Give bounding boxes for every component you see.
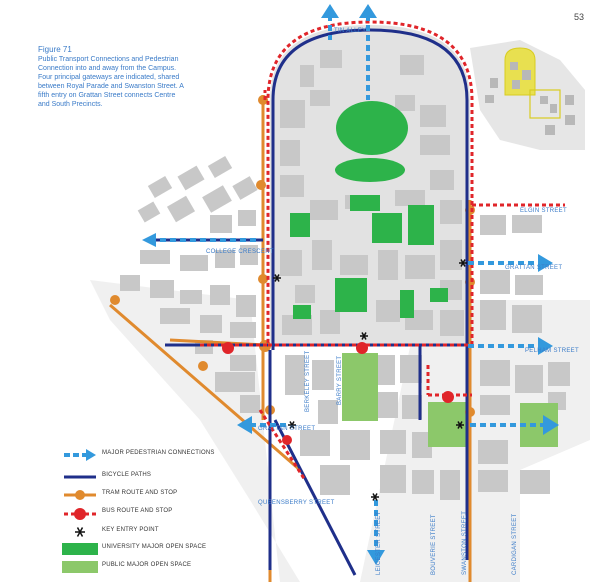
legend-label-uni-space: UNIVERSITY MAJOR OPEN SPACE (102, 544, 207, 550)
street-label-pelham: PELHAM STREET (525, 348, 579, 354)
street-label-grattan-east: GRATTAN STREET (505, 265, 562, 271)
street-label-grattan-west: GRATTAN STREET (258, 426, 315, 432)
figure-title: Figure 71 (38, 45, 72, 54)
bicycle-line-icon (64, 475, 96, 479)
legend-label-bus: BUS ROUTE AND STOP (102, 508, 173, 514)
legend-row-bicycle: BICYCLE PATHS (62, 470, 272, 488)
bus-routes (200, 20, 565, 481)
legend-row-public-space: PUBLIC MAJOR OPEN SPACE (62, 560, 272, 578)
figure-caption: Figure 71 Public Transport Connections a… (38, 45, 188, 109)
street-label-barry: BARRY STREET (337, 356, 343, 405)
street-label-tin-alley: TIN ALLEY (334, 28, 366, 34)
legend-label-entry: KEY ENTRY POINT (102, 527, 159, 533)
bus-stop-icon (64, 508, 96, 520)
pedestrian-arrow-icon (64, 449, 96, 461)
east-blocks (480, 215, 570, 415)
legend-row-pedestrian: MAJOR PEDESTRIAN CONNECTIONS (62, 448, 272, 466)
legend-row-entry: KEY ENTRY POINT (62, 525, 272, 543)
key-entry-points (273, 259, 467, 501)
pedestrian-arrowheads (142, 4, 559, 565)
legend-label-tram: TRAM ROUTE AND STOP (102, 490, 178, 496)
legend-label-public-space: PUBLIC MAJOR OPEN SPACE (102, 562, 192, 568)
bus-stops (222, 342, 454, 445)
street-label-college-crescent: COLLEGE CRESCENT (206, 249, 274, 255)
inset-locator-map (470, 40, 585, 150)
legend-row-tram: TRAM ROUTE AND STOP (62, 488, 272, 506)
street-label-queensberry: QUEENSBERRY STREET (258, 500, 335, 506)
pedestrian-connections (160, 15, 545, 555)
street-label-leicester: LEICESTER STREET (376, 511, 382, 575)
legend-label-bicycle: BICYCLE PATHS (102, 472, 152, 478)
figure-caption-text: Public Transport Connections and Pedestr… (38, 56, 184, 108)
south-blocks (285, 355, 550, 500)
legend-row-uni-space: UNIVERSITY MAJOR OPEN SPACE (62, 542, 272, 560)
street-label-swanston: SWANSTON STREET (462, 511, 468, 575)
city-block-ground (90, 280, 590, 582)
public-space-swatch (62, 561, 98, 573)
key-entry-asterisk-icon (75, 527, 85, 537)
street-label-berkeley: BERKELEY STREET (305, 351, 311, 412)
university-space-swatch (62, 543, 98, 555)
university-open-space (290, 101, 448, 319)
northwest-blocks (120, 155, 260, 413)
street-label-bouverie: BOUVERIE STREET (431, 514, 437, 575)
legend-label-pedestrian: MAJOR PEDESTRIAN CONNECTIONS (102, 450, 215, 456)
tram-stop-icon (64, 490, 96, 500)
public-open-space (342, 353, 558, 447)
page-number: 53 (574, 12, 585, 22)
street-label-elgin: ELGIN STREET (520, 208, 567, 214)
legend-row-bus: BUS ROUTE AND STOP (62, 506, 272, 524)
street-label-cardigan: CARDIGAN STREET (512, 513, 518, 575)
